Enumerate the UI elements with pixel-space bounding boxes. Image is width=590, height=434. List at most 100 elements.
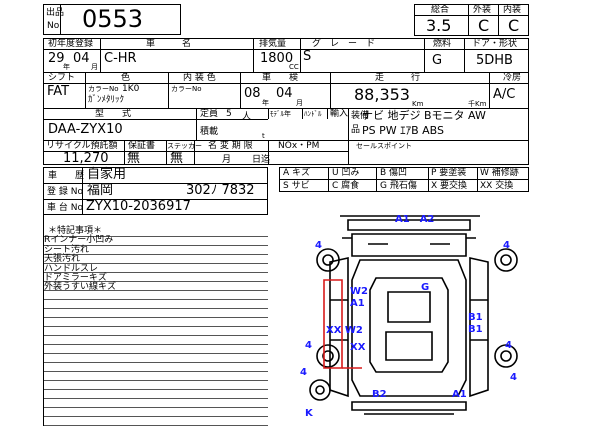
spec-table <box>43 38 529 165</box>
lot-label-top: 出品 <box>46 8 65 18</box>
diagram-label-xx: XX <box>350 342 366 353</box>
legend-w: W 補修跡 <box>480 168 519 178</box>
equip-label-2: 品 <box>351 125 361 135</box>
ac-label: 冷房 <box>503 73 522 83</box>
chassis-label: 車 台 No <box>47 203 83 213</box>
fuel: G <box>432 53 443 68</box>
name-change-month-unit: 月 <box>222 155 232 165</box>
history-box <box>43 167 268 215</box>
km-unit: Km <box>412 100 424 108</box>
warranty: 無 <box>127 151 141 166</box>
note-item: ドアミラーキズ <box>44 273 107 284</box>
legend-g: G 飛石傷 <box>380 181 417 191</box>
year-unit: 年 <box>63 63 70 71</box>
fuel-label: 燃料 <box>433 39 452 49</box>
model-label: 型 式 <box>95 109 132 119</box>
shift-label: シフト <box>48 73 76 83</box>
diagram-label-w2: W2 <box>350 286 368 297</box>
month-unit: 月 <box>91 63 98 71</box>
color-no-label: カラーNo <box>88 85 119 93</box>
overall-score: 3.5 <box>426 16 452 35</box>
model: DAA-ZYX10 <box>48 122 123 137</box>
inspection-year: 08 <box>244 86 261 101</box>
diagram-label-4-top-left: 4 <box>315 240 322 251</box>
note-item: Rインナー小凹み <box>44 235 114 246</box>
equip-label: 装備 <box>351 111 370 121</box>
note-item: ハンドルスレ <box>44 263 99 274</box>
name-change-label: 名 変 期 限 <box>208 141 253 151</box>
chassis-no: ZYX10-2036917 <box>86 199 191 214</box>
grade-label: グ レ ー ド <box>312 39 376 49</box>
capacity: 5 <box>226 109 232 119</box>
car-damage-diagram <box>309 215 518 415</box>
legend-b: B 傷凹 <box>380 168 408 178</box>
history-label: 車 歴 <box>48 171 85 181</box>
diagram-label-k: K <box>305 408 313 419</box>
interior-score: C <box>508 16 520 35</box>
diagram-label-4-bottom-left: 4 <box>300 367 307 378</box>
ac: A/C <box>493 87 516 102</box>
cc-unit: CC <box>289 63 299 71</box>
history: 自家用 <box>87 167 127 182</box>
warranty-label: 保証書 <box>128 141 156 151</box>
reg-area: 福岡 <box>87 183 114 198</box>
doors: 5DHB <box>476 53 513 68</box>
load-unit: t <box>262 132 265 140</box>
car-name-label: 車 名 <box>146 39 192 49</box>
inspection-month: 04 <box>276 86 293 101</box>
displacement: 1800 <box>260 51 294 66</box>
diagram-label-g: G <box>421 282 430 293</box>
model-year-label: ﾓﾃﾞﾙ年 <box>270 110 291 118</box>
diagram-label-b1-a: B1 <box>468 312 483 323</box>
equipment-line-2: PS PW ｴｱB ABS <box>362 124 445 137</box>
sales-point-label: セールスポイント <box>356 142 412 150</box>
interior-label: 内装 <box>503 5 522 15</box>
shift: FAT <box>47 84 70 99</box>
grade: S <box>303 49 312 64</box>
recycle-amount: 11,270 <box>63 151 109 166</box>
color-name: ｶﾞﾝﾒﾀﾘｯｸ <box>88 95 125 105</box>
reg-year: 29 <box>48 51 65 66</box>
interior-color-label: 内 装 色 <box>183 73 216 83</box>
inspection-month-unit: 月 <box>296 99 303 107</box>
capacity-label: 定員 <box>200 109 219 119</box>
legend-x: X 要交換 <box>431 181 468 191</box>
legend-p: P 要塗装 <box>431 168 467 178</box>
inspection-year-unit: 年 <box>262 99 269 107</box>
displacement-label: 排気量 <box>259 39 287 49</box>
diagram-label-b2: B2 <box>372 389 387 400</box>
color-no: 1K0 <box>122 84 140 94</box>
notes-title: ＊特記事項＊ <box>48 226 103 236</box>
reg-number: 302ﾉ 7832 <box>186 183 255 198</box>
mileage: 88,353 <box>354 85 410 104</box>
lot-label-bottom: No <box>47 21 60 31</box>
diagram-label-4-mid-left: 4 <box>305 340 312 351</box>
equipment-line-1: ナビ 地デジ Bモニタ AW <box>362 109 486 122</box>
diagram-label-b1-b: B1 <box>468 324 483 335</box>
overall-label: 総合 <box>431 5 450 15</box>
legend-xx: XX 交換 <box>480 181 514 191</box>
load-label: 積載 <box>200 127 219 137</box>
exterior-score: C <box>478 16 490 35</box>
exterior-label: 外装 <box>473 5 492 15</box>
nox-label: NOx・PM <box>278 141 320 151</box>
lot-number: 0553 <box>82 5 144 33</box>
diagram-label-4-top-right: 4 <box>503 240 510 251</box>
legend-a: A キズ <box>283 168 311 178</box>
score-box <box>414 4 529 36</box>
thousand-km-unit: 千Km <box>468 100 487 108</box>
legend-u: U 凹み <box>332 168 360 178</box>
capacity-unit: 人 <box>242 112 252 122</box>
legend-s: S サビ <box>283 181 310 191</box>
diagram-label-a1-a2: A1 A2 <box>395 214 435 225</box>
notes-block: ＊特記事項＊ Rインナー小凹み シート汚れ 天張汚れ ハンドルスレ ドアミラーキ… <box>44 226 116 293</box>
doors-label: ドア・形状 <box>472 39 518 49</box>
color-label: 色 <box>121 73 131 83</box>
note-item: シート汚れ <box>44 244 90 255</box>
diagram-label-xx-w2: XX W2 <box>326 325 363 336</box>
legend-c: C 腐食 <box>332 181 360 191</box>
mileage-label: 走 行 <box>375 73 421 83</box>
handle-label: ﾊﾝﾄﾞﾙ <box>304 110 322 118</box>
import-label: 輸入 <box>330 109 349 119</box>
reg-month: 04 <box>73 51 90 66</box>
